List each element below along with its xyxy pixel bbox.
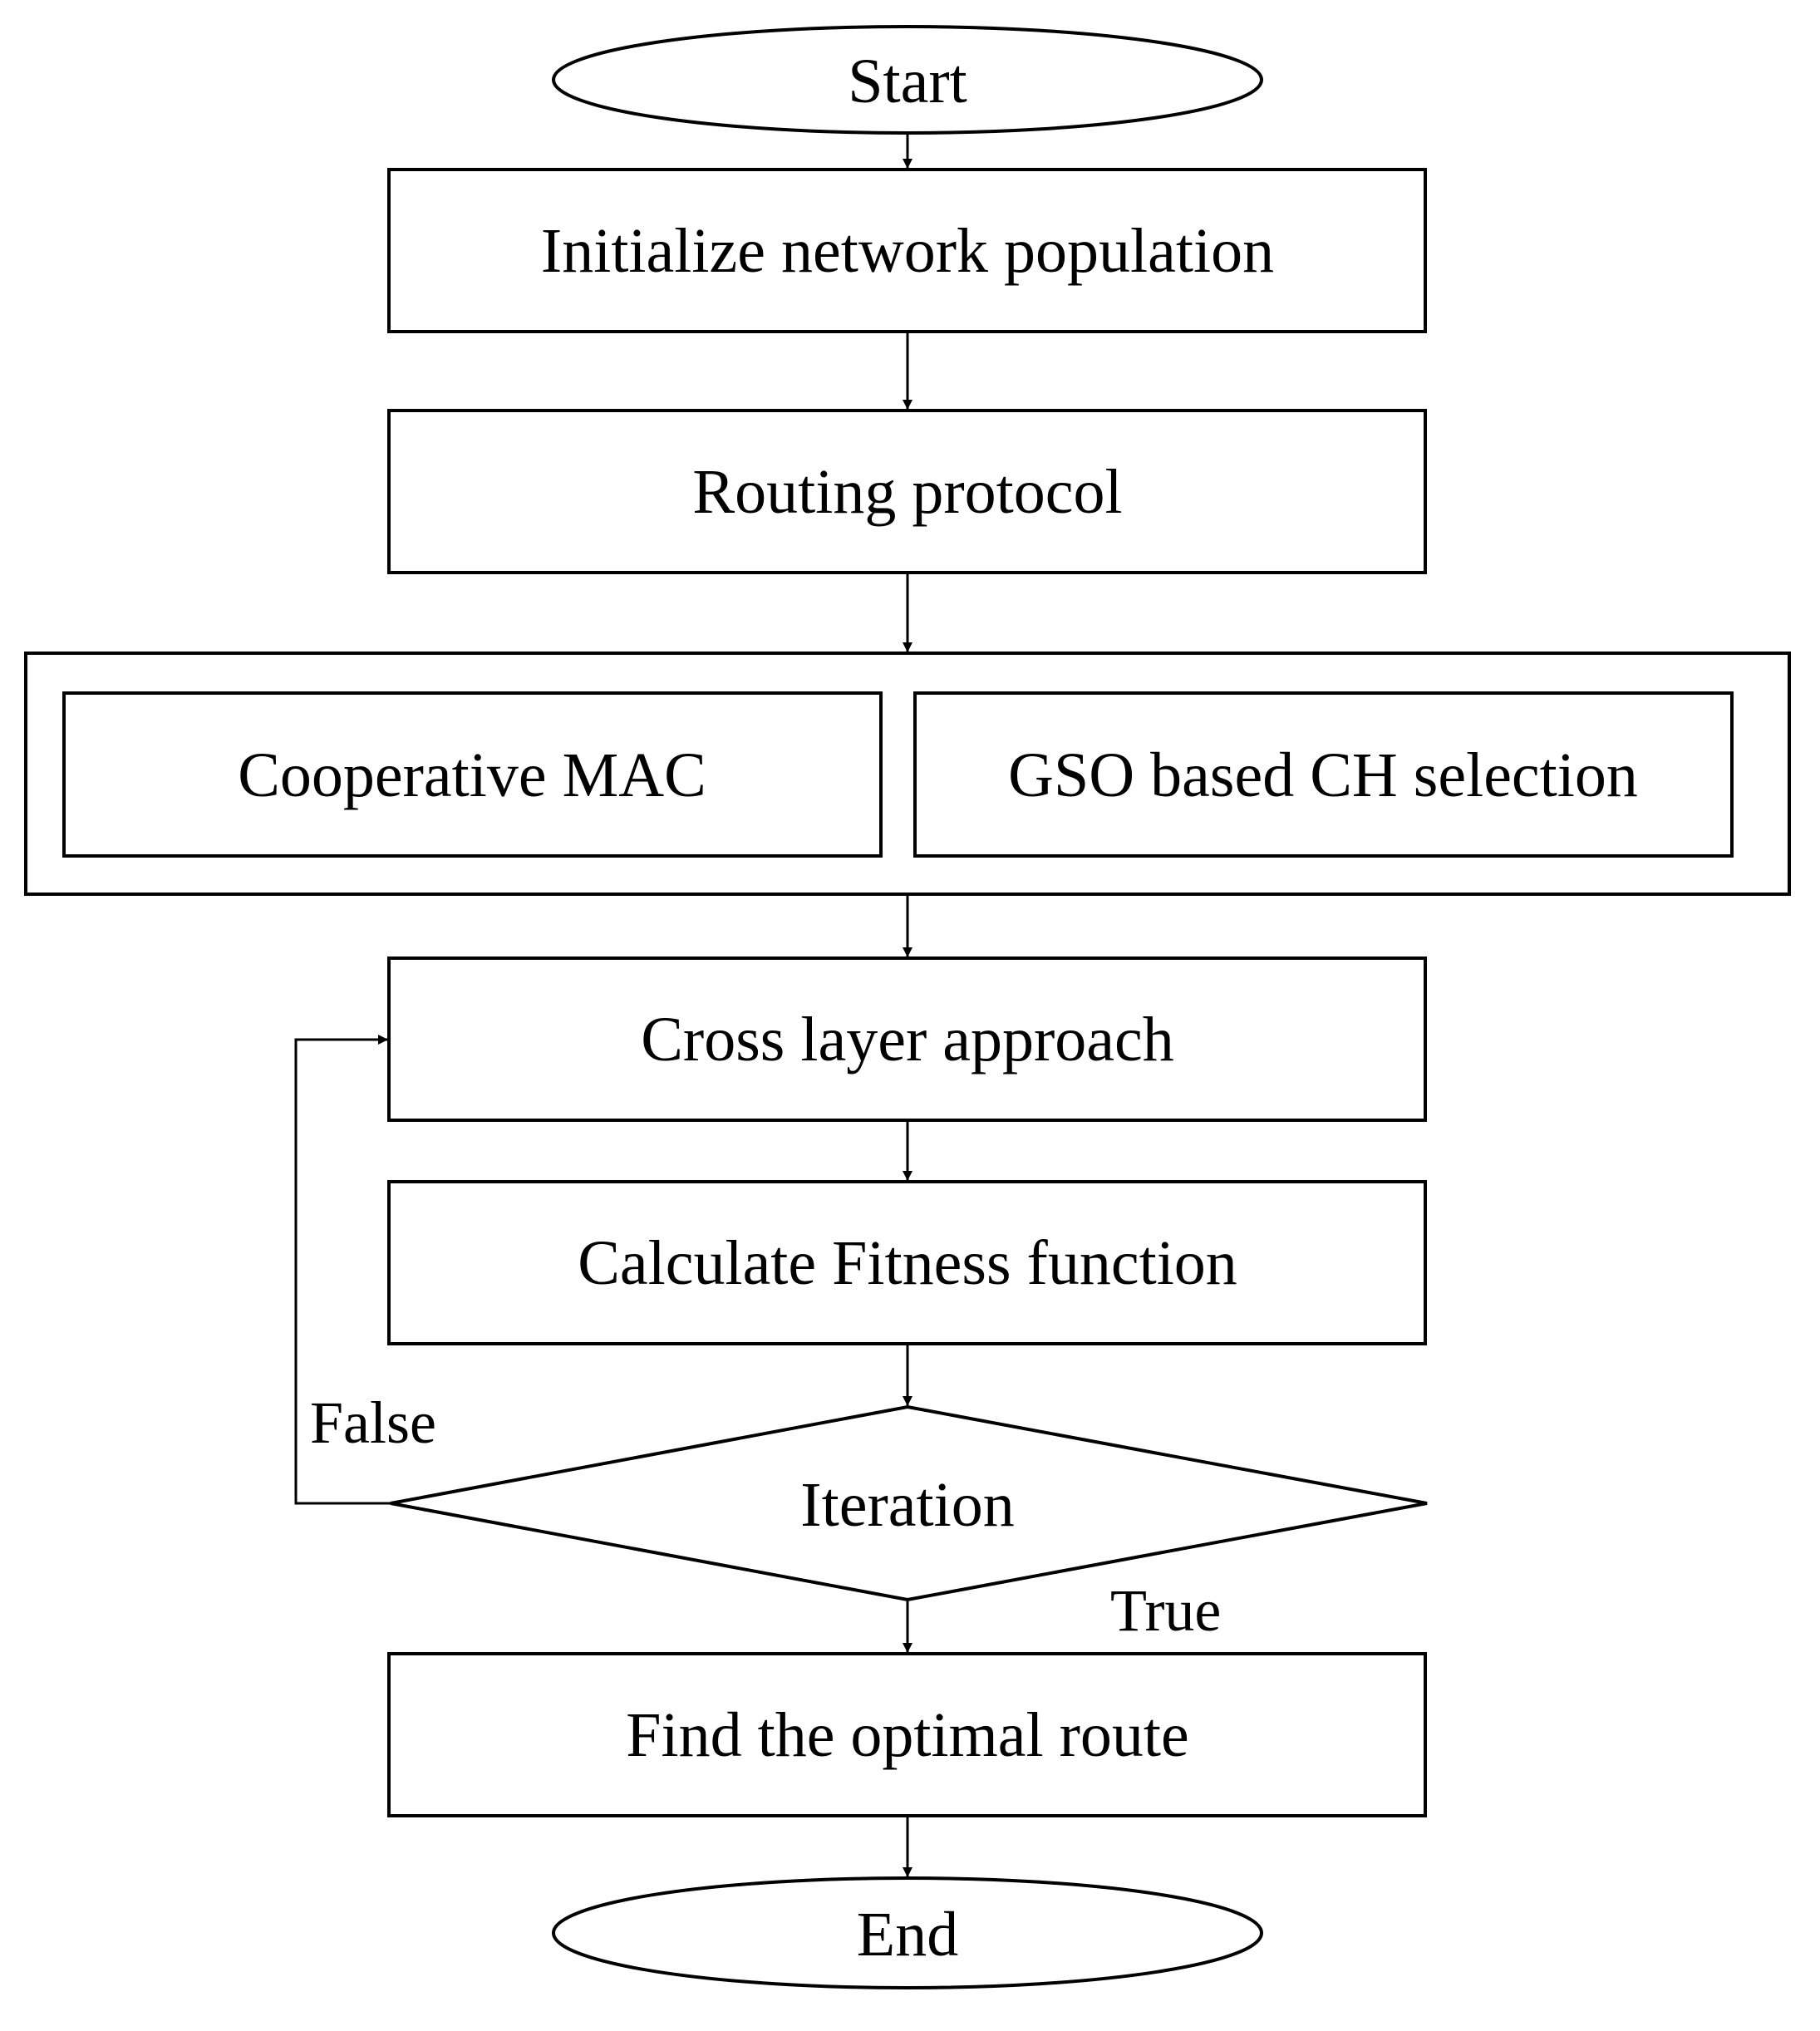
start-label: Start <box>848 47 967 116</box>
gso-ch-selection-label: GSO based CH selection <box>1008 740 1638 810</box>
cross-layer-label: Cross layer approach <box>641 1005 1174 1075</box>
routing-label: Routing protocol <box>692 457 1122 527</box>
cross-layer-node: Cross layer approach <box>387 956 1427 1122</box>
start-node: Start <box>552 25 1263 135</box>
routing-node: Routing protocol <box>387 409 1427 574</box>
true-edge-label: True <box>1110 1577 1221 1644</box>
initialize-node: Initialize network population <box>387 168 1427 333</box>
end-label: End <box>857 1900 958 1970</box>
cooperative-mac-node: Cooperative MAC <box>62 691 883 858</box>
initialize-label: Initialize network population <box>541 216 1274 286</box>
gso-ch-selection-node: GSO based CH selection <box>913 691 1734 858</box>
arrow-iteration-false-loop <box>294 1035 391 1505</box>
iteration-node: Iteration <box>390 1404 1428 1602</box>
optimal-route-node: Find the optimal route <box>387 1652 1427 1817</box>
fitness-node: Calculate Fitness function <box>387 1180 1427 1345</box>
parallel-group: Cooperative MAC GSO based CH selection <box>24 652 1791 896</box>
fitness-label: Calculate Fitness function <box>578 1228 1237 1298</box>
iteration-label: Iteration <box>800 1470 1014 1540</box>
cooperative-mac-label: Cooperative MAC <box>238 740 706 810</box>
false-edge-label: False <box>310 1389 436 1456</box>
end-node: End <box>552 1876 1263 1989</box>
optimal-route-label: Find the optimal route <box>626 1700 1189 1770</box>
